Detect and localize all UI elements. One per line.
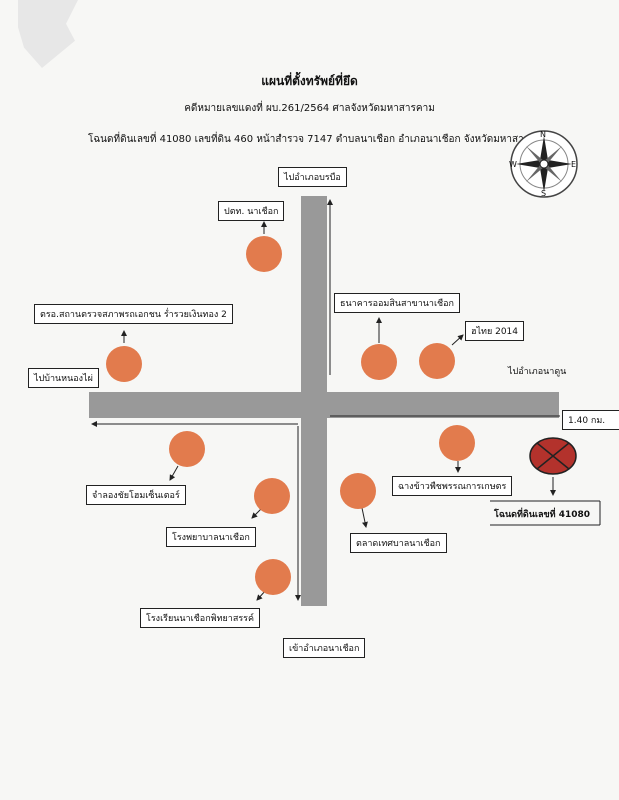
landmark-ptt-label: ปตท. นาเชือก	[218, 201, 285, 221]
compass-e: E	[571, 160, 577, 169]
landmark-jamlong-label: จำลองชัยโฮมเซ็นเตอร์	[86, 485, 186, 505]
compass-s: S	[541, 189, 547, 198]
landmark-hospital-label: โรงพยาบาลนาเชือก	[166, 527, 256, 547]
landmark-bank-marker	[361, 344, 397, 380]
target-deed-label: โฉนดที่ดินเลขที่ 41080	[494, 510, 591, 520]
compass-rose: N S E W	[508, 128, 580, 200]
compass-w: W	[509, 160, 517, 169]
landmark-market-marker	[340, 473, 376, 509]
direction-west-label: ไปบ้านหนองไผ่	[28, 368, 99, 388]
landmark-school-label: โรงเรียนนาเชือกพิทยาสรรค์	[140, 608, 261, 628]
landmark-police-label: ตรอ.สถานตรวจสภาพรถเอกชน ร่ำรวยเงินทอง 2	[34, 304, 233, 324]
landmark-honda-marker	[419, 343, 455, 379]
direction-east-label: ไปอำเภอนาดูน	[508, 367, 567, 377]
landmark-ptt-marker	[246, 236, 282, 272]
compass-icon	[510, 130, 578, 198]
map-title: แผนที่ตั้งทรัพย์ที่ยึด	[261, 74, 358, 88]
road-horizontal	[89, 392, 559, 418]
target-property-marker	[529, 437, 577, 475]
direction-north-label: ไปอำเภอบรบือ	[278, 167, 347, 187]
landmark-hospital-marker	[254, 478, 290, 514]
landmark-bank-label: ธนาคารออมสินสาขานาเชือก	[334, 293, 460, 313]
compass-n: N	[540, 130, 546, 139]
landmark-honda-label: ฮไทย 2014	[465, 321, 524, 341]
direction-south-label: เข้าอำเภอนาเชือก	[283, 638, 366, 658]
case-number-line: คดีหมายเลขแดงที่ ผบ.261/2564 ศาลจังหวัดม…	[184, 103, 435, 114]
landmark-police-marker	[106, 346, 142, 382]
landmark-jamlong-marker	[169, 431, 205, 467]
landmark-seed-marker	[439, 425, 475, 461]
landmark-school-marker	[255, 559, 291, 595]
landmark-market-label: ตลาดเทศบาลนาเชือก	[350, 533, 447, 553]
deed-info-line: โฉนดที่ดินเลขที่ 41080 เลขที่ดิน 460 หน้…	[88, 134, 548, 145]
landmark-seed-label: ฉางข้าวพืชพรรณการเกษตร	[392, 476, 513, 496]
distance-label: 1.40 กม.	[562, 410, 619, 430]
